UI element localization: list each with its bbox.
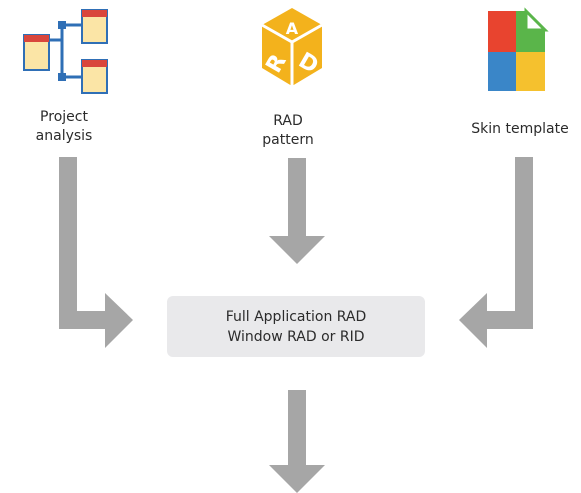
arrow-skin-to-center — [459, 157, 533, 348]
rad-pattern-line-1: RAD — [273, 113, 303, 129]
skin-template-line-1: Skin template — [471, 121, 569, 137]
center-process-box: Full Application RAD Window RAD or RID — [167, 296, 425, 357]
skin-template-icon — [488, 7, 549, 91]
center-line-2: Window RAD or RID — [227, 328, 365, 345]
project-analysis-label: Project analysis — [14, 108, 114, 146]
arrow-rad-to-center — [269, 158, 325, 264]
cube-letter-a: A — [286, 19, 299, 38]
project-tree-icon — [23, 9, 108, 94]
project-analysis-line-2: analysis — [35, 128, 93, 144]
arrow-center-to-output — [269, 390, 325, 493]
rad-cube-icon: A R D — [261, 8, 323, 86]
project-analysis-line-1: Project — [40, 109, 88, 125]
skin-template-label: Skin template — [460, 120, 580, 139]
arrow-project-to-center — [59, 157, 133, 348]
center-line-1: Full Application RAD — [225, 308, 367, 325]
rad-pattern-label: RAD pattern — [238, 112, 338, 150]
rad-pattern-line-2: pattern — [262, 132, 314, 148]
